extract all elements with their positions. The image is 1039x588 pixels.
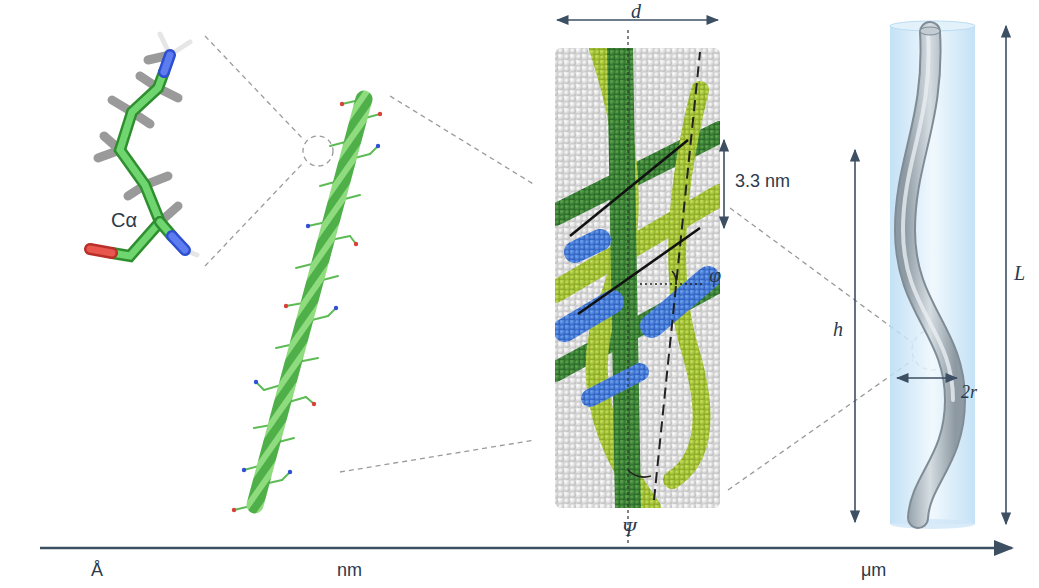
dimension-label: 2r: [960, 382, 978, 403]
angle-label: φ: [708, 262, 722, 287]
scale-label: nm: [336, 560, 363, 581]
scale-label: Å: [90, 560, 104, 581]
dimension-label: L: [1013, 262, 1026, 285]
dimension-label: h: [832, 318, 844, 341]
scale-label: μm: [860, 560, 887, 581]
dimension-label: 3.3 nm: [734, 171, 791, 192]
atom-label: Cα: [110, 209, 138, 232]
dimension-label: d: [630, 0, 642, 23]
angle-label: Ψ: [621, 518, 637, 541]
